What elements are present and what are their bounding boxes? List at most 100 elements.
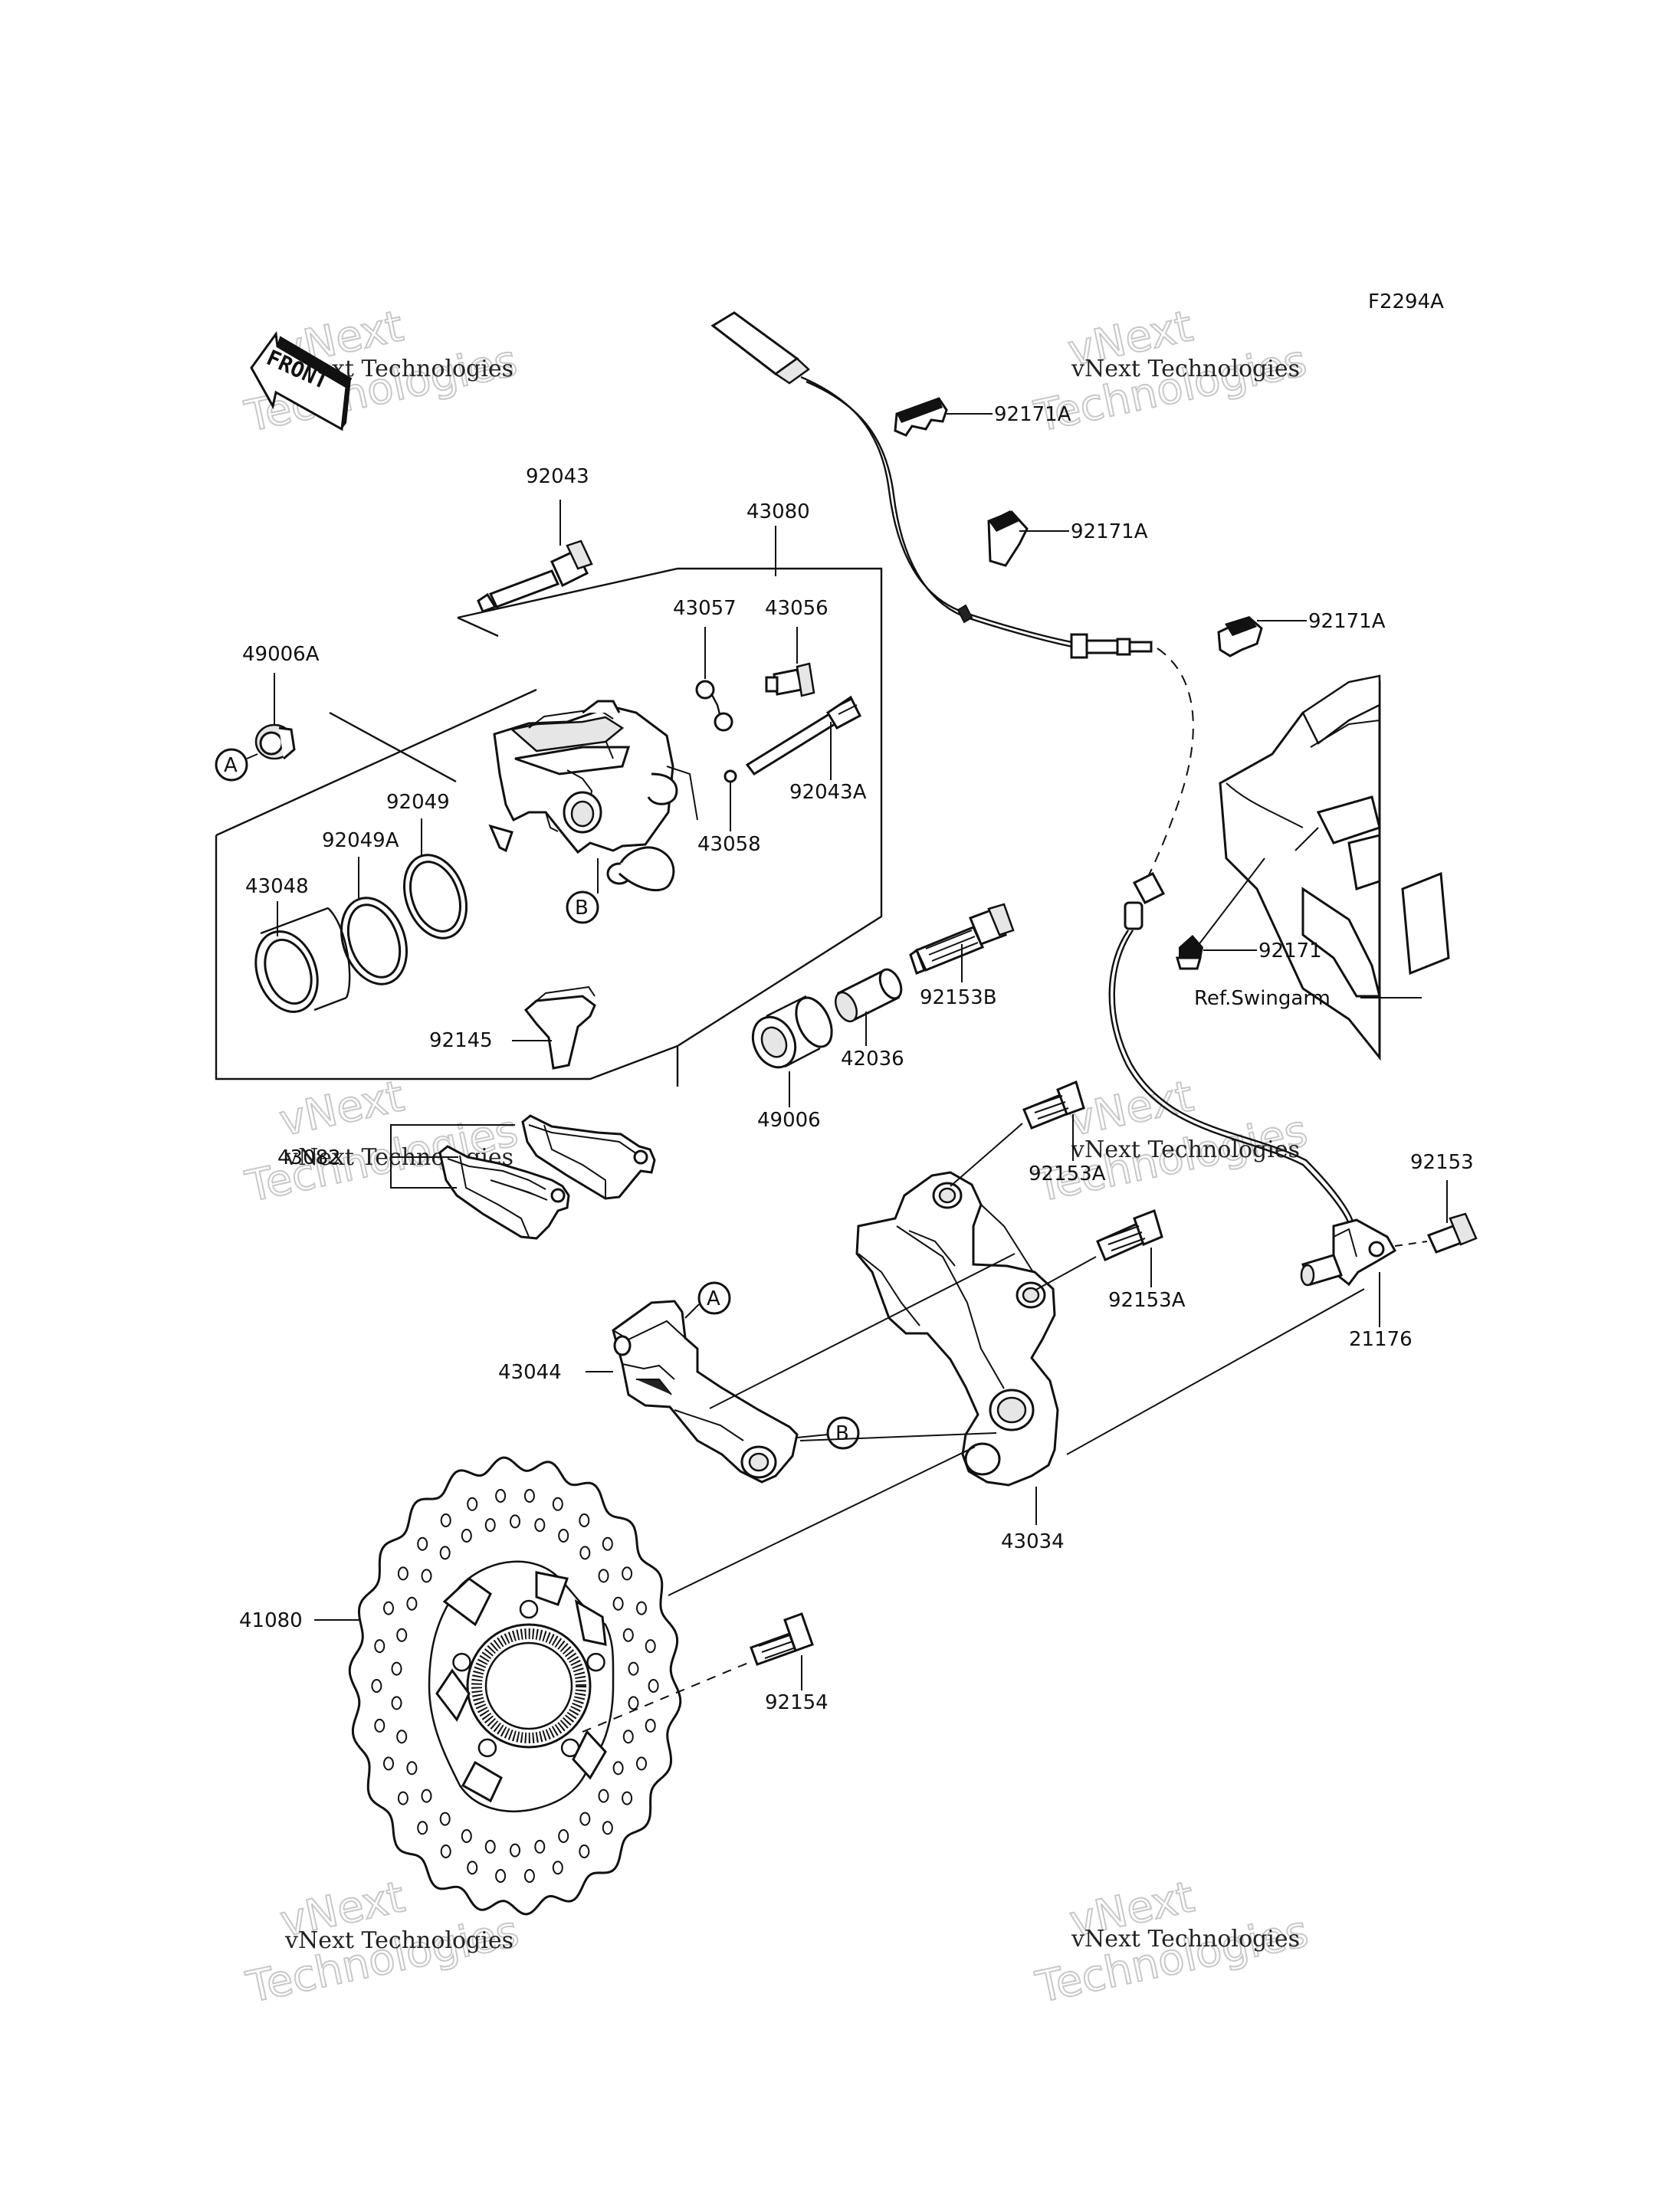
- label-92049: 92049: [386, 791, 450, 814]
- disc-hole: [552, 1861, 563, 1875]
- disc-hole: [391, 1696, 402, 1710]
- disc-hole: [645, 1718, 656, 1733]
- callout-b-caliper-label: B: [575, 897, 589, 920]
- bolt-92153: [1426, 1212, 1478, 1254]
- label-43044: 43044: [498, 1361, 562, 1384]
- pin-92043a: [745, 695, 861, 776]
- label-43080: 43080: [746, 500, 810, 523]
- brake-pad-lower: [438, 1145, 570, 1240]
- label-43057: 43057: [673, 597, 737, 620]
- callout-a-support: [697, 1281, 731, 1315]
- label-92171a-2: 92171A: [1071, 520, 1148, 543]
- swingarm-reference: [1219, 674, 1450, 1061]
- disc-hole: [628, 1696, 639, 1710]
- label-92153a-lower: 92153A: [1108, 1289, 1186, 1312]
- disc-hole: [371, 1679, 382, 1693]
- callout-b-support: [826, 1416, 860, 1450]
- abs-sensor-cable: [710, 311, 1355, 1227]
- disc-hole: [558, 1829, 569, 1843]
- boot-49006: [751, 995, 833, 1069]
- disc-hole: [636, 1601, 647, 1615]
- label-92153b: 92153B: [920, 986, 997, 1009]
- brake-pad-upper: [521, 1114, 656, 1200]
- disc-hole: [579, 1546, 591, 1560]
- label-49006: 49006: [757, 1109, 821, 1132]
- disc-hole: [406, 1596, 418, 1611]
- disc-hole: [523, 1869, 535, 1883]
- label-43082: 43082: [277, 1146, 341, 1169]
- bolt-92153b: [909, 903, 1015, 975]
- label-92171a-1: 92171A: [994, 403, 1071, 426]
- disc-hole: [421, 1789, 432, 1803]
- disc-hole: [467, 1497, 478, 1511]
- disc-hole: [510, 1514, 520, 1529]
- watermark-small-text: vNext Technologies: [284, 1927, 514, 1954]
- label-49006a: 49006A: [242, 643, 320, 666]
- label-43058: 43058: [697, 833, 761, 856]
- disc-hole: [552, 1497, 563, 1511]
- disc-hole: [598, 1789, 609, 1803]
- disc-hole: [484, 1839, 496, 1854]
- watermark-mid-right: vNext Technologies: [1030, 1071, 1312, 1213]
- caliper-support-43044: [612, 1300, 799, 1484]
- disc-hole: [421, 1569, 432, 1583]
- disc-hole: [579, 1812, 591, 1826]
- label-ref-swingarm: Ref.Swingarm: [1194, 987, 1331, 1010]
- caliper-body: [488, 700, 698, 892]
- clip-92171a-3: [1217, 616, 1263, 657]
- callout-a-top-label: A: [224, 754, 238, 777]
- disc-hole: [440, 1513, 451, 1527]
- disc-bolt-hole: [452, 1652, 471, 1672]
- label-92049a: 92049A: [322, 829, 399, 852]
- figure-code: F2294A: [1368, 290, 1444, 313]
- disc-hole: [602, 1536, 613, 1551]
- disc-hole: [467, 1861, 478, 1875]
- label-92145: 92145: [429, 1029, 493, 1052]
- bleeder-cap-43057: [695, 680, 733, 732]
- bleeder-valve-43056: [765, 662, 815, 697]
- watermark-small-text: vNext Technologies: [1071, 356, 1300, 382]
- label-43034: 43034: [1001, 1530, 1065, 1553]
- callout-a-top: [215, 748, 248, 782]
- boot-49006a: [254, 723, 296, 760]
- label-92043a: 92043A: [789, 781, 867, 804]
- disc-hole: [391, 1661, 402, 1676]
- label-43056: 43056: [765, 597, 829, 620]
- abs-sensor-21176: [1300, 1218, 1397, 1287]
- watermark-small-text: vNext Technologies: [1071, 1926, 1300, 1953]
- disc-hole: [484, 1518, 496, 1533]
- label-92043: 92043: [526, 465, 589, 488]
- disc-hole: [374, 1639, 386, 1654]
- disc-hole: [417, 1821, 428, 1835]
- pin-92043: [477, 539, 593, 613]
- disc-hole: [383, 1601, 394, 1615]
- disc-hole: [396, 1628, 408, 1642]
- disc-hole: [439, 1812, 451, 1826]
- disc-hole: [440, 1844, 451, 1858]
- label-92154: 92154: [765, 1691, 829, 1714]
- disc-hole: [495, 1869, 507, 1883]
- label-21176: 21176: [1349, 1328, 1413, 1351]
- disc-hole: [495, 1489, 507, 1503]
- clip-92171a-2: [987, 510, 1029, 567]
- disc-hole: [628, 1661, 639, 1676]
- label-92153a-upper: 92153A: [1029, 1162, 1106, 1185]
- disc-hole: [622, 1791, 633, 1805]
- disc-hole: [374, 1718, 386, 1733]
- disc-hole: [622, 1566, 633, 1581]
- disc-hole: [534, 1839, 546, 1854]
- piston-seal-92049: [402, 854, 468, 939]
- disc-hole: [579, 1844, 590, 1858]
- caliper-bracket-43034: [855, 1171, 1059, 1487]
- bolt-92154: [750, 1612, 814, 1666]
- disc-hole: [406, 1761, 418, 1776]
- label-92171: 92171: [1258, 939, 1322, 962]
- disc-hole: [534, 1518, 546, 1533]
- disc-hole: [602, 1821, 613, 1835]
- seal-43058: [724, 769, 737, 783]
- disc-hole: [461, 1829, 472, 1843]
- callout-b-support-label: B: [835, 1422, 849, 1445]
- caliper-assembly-outline: [215, 567, 883, 1087]
- disc-hole: [622, 1628, 634, 1642]
